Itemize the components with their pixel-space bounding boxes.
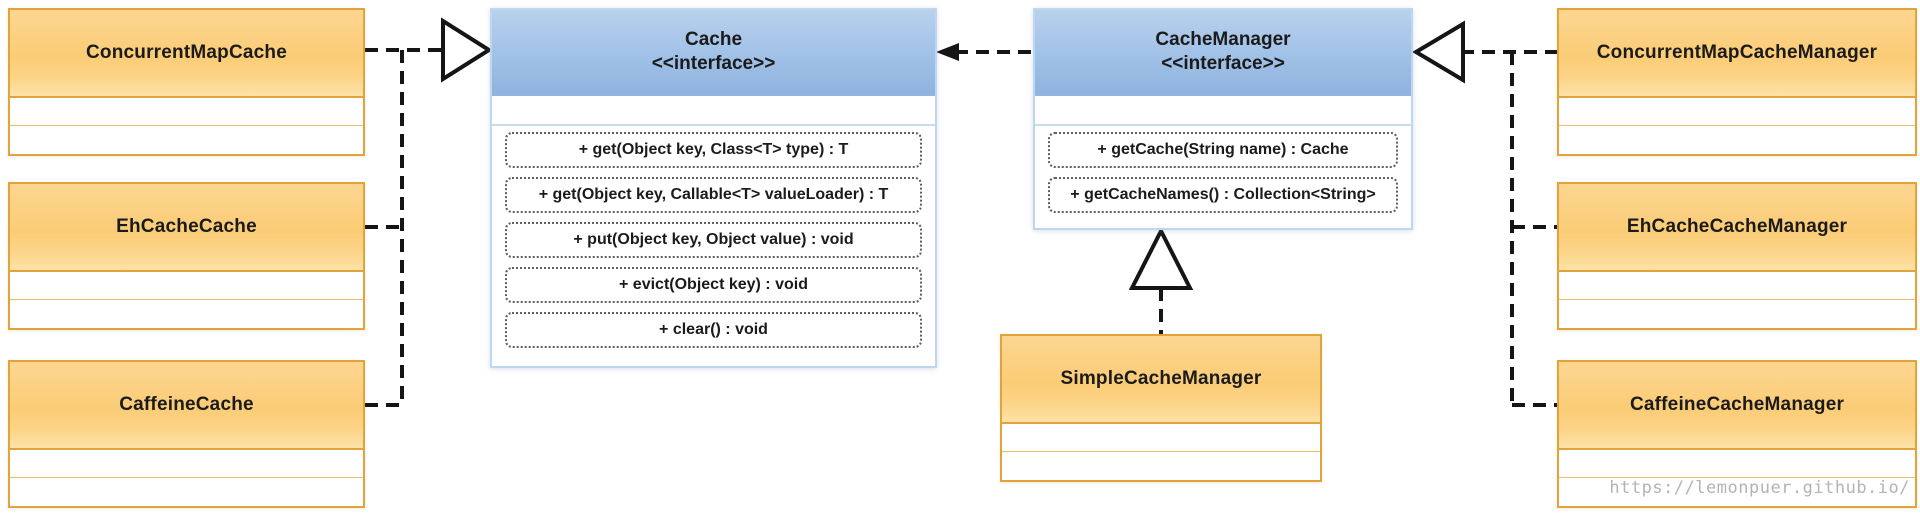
- attributes-compartment: [1559, 272, 1915, 300]
- interface-title: CacheManager: [1155, 29, 1291, 51]
- operations-compartment: [10, 126, 363, 154]
- class-simplecachemanager-header: SimpleCacheManager: [1002, 336, 1320, 424]
- method-getcache: + getCache(String name) : Cache: [1048, 132, 1398, 168]
- class-name: ConcurrentMapCacheManager: [1596, 42, 1878, 63]
- class-name: EhCacheCacheManager: [1626, 216, 1848, 237]
- class-name: EhCacheCache: [116, 216, 257, 237]
- class-name: CaffeineCacheManager: [1629, 394, 1845, 415]
- dependency-arrowhead: [936, 43, 959, 61]
- interface-cachemanager-header: CacheManager <<interface>>: [1035, 10, 1411, 96]
- interface-title: Cache: [684, 29, 743, 51]
- class-ehcachecache: EhCacheCache: [8, 182, 365, 330]
- class-name: ConcurrentMapCache: [85, 42, 288, 63]
- class-concurrentmapcachemanager-header: ConcurrentMapCacheManager: [1559, 10, 1915, 98]
- class-name: CaffeineCache: [119, 394, 254, 415]
- class-name: SimpleCacheManager: [1060, 368, 1262, 389]
- class-caffeinecachemanager: CaffeineCacheManager: [1557, 360, 1917, 508]
- operations-compartment: [1559, 478, 1915, 506]
- interface-cache: Cache <<interface>> + get(Object key, Cl…: [490, 8, 937, 368]
- method-evict: + evict(Object key) : void: [505, 267, 922, 303]
- class-concurrentmapcache: ConcurrentMapCache: [8, 8, 365, 156]
- class-simplecachemanager: SimpleCacheManager: [1000, 334, 1322, 482]
- realization-arrowhead-cache: [441, 17, 493, 83]
- class-concurrentmapcachemanager: ConcurrentMapCacheManager: [1557, 8, 1917, 156]
- method-get-valueloader: + get(Object key, Callable<T> valueLoade…: [505, 177, 922, 213]
- method-put: + put(Object key, Object value) : void: [505, 222, 922, 258]
- operations-compartment: [1002, 452, 1320, 480]
- operations-compartment: [1559, 300, 1915, 328]
- realization-arrowhead-cachemanager-bottom: [1128, 226, 1194, 290]
- method-clear: + clear() : void: [505, 312, 922, 348]
- class-ehcachecachemanager-header: EhCacheCacheManager: [1559, 184, 1915, 272]
- operations-compartment: [10, 478, 363, 506]
- attributes-compartment: [1002, 424, 1320, 452]
- attributes-compartment: [1035, 96, 1411, 126]
- class-caffeinecachemanager-header: CaffeineCacheManager: [1559, 362, 1915, 450]
- attributes-compartment: [1559, 450, 1915, 478]
- class-ehcachecache-header: EhCacheCache: [10, 184, 363, 272]
- operations-compartment: + getCache(String name) : Cache + getCac…: [1035, 126, 1411, 228]
- realization-arrowhead-cachemanager-right: [1412, 20, 1465, 84]
- interface-stereotype: <<interface>>: [1161, 53, 1285, 74]
- method-getcachenames: + getCacheNames() : Collection<String>: [1048, 177, 1398, 213]
- interface-cachemanager: CacheManager <<interface>> + getCache(St…: [1033, 8, 1413, 230]
- watermark-url: https://lemonpuer.github.io/: [1609, 478, 1910, 498]
- attributes-compartment: [492, 96, 935, 126]
- class-ehcachecachemanager: EhCacheCacheManager: [1557, 182, 1917, 330]
- class-caffeinecache-header: CaffeineCache: [10, 362, 363, 450]
- class-concurrentmapcache-header: ConcurrentMapCache: [10, 10, 363, 98]
- interface-stereotype: <<interface>>: [651, 53, 776, 74]
- attributes-compartment: [10, 272, 363, 300]
- operations-compartment: [1559, 126, 1915, 154]
- interface-cache-header: Cache <<interface>>: [492, 10, 935, 96]
- operations-compartment: [10, 300, 363, 328]
- operations-compartment: + get(Object key, Class<T> type) : T + g…: [492, 126, 935, 366]
- method-get-type: + get(Object key, Class<T> type) : T: [505, 132, 922, 168]
- class-caffeinecache: CaffeineCache: [8, 360, 365, 508]
- attributes-compartment: [1559, 98, 1915, 126]
- attributes-compartment: [10, 450, 363, 478]
- attributes-compartment: [10, 98, 363, 126]
